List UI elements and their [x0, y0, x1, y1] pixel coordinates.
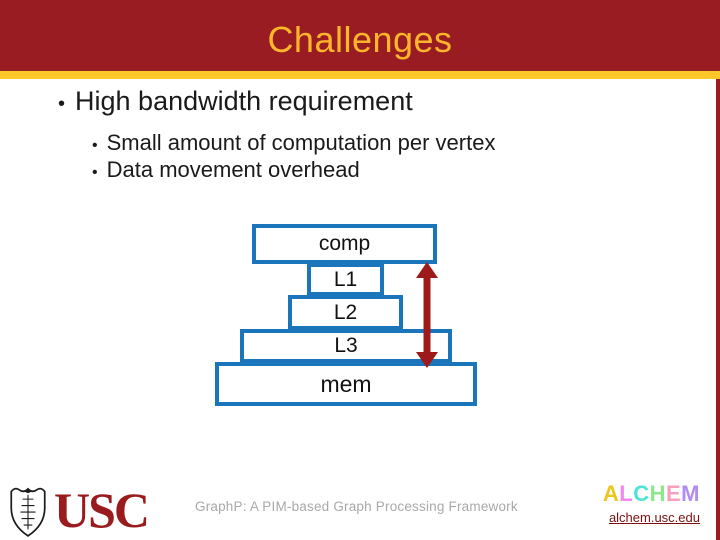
bullet-sub-1-text: Small amount of computation per vertex — [106, 130, 496, 155]
gold-divider — [0, 71, 720, 79]
diagram-box-l1: L1 — [307, 263, 384, 296]
bullet-sub-2-text: Data movement overhead — [106, 157, 360, 182]
alchem-letter: H — [649, 481, 666, 506]
bullet-icon: • — [92, 164, 98, 181]
usc-shield-icon — [10, 487, 46, 537]
alchem-letter: A — [602, 481, 620, 506]
alchem-logo: ALCHEM — [603, 483, 700, 505]
diagram-box-comp: comp — [252, 224, 437, 264]
alchem-letter: L — [619, 481, 634, 506]
diagram-box-l2: L2 — [288, 295, 403, 330]
bullet-main: • High bandwidth requirement — [58, 86, 413, 117]
diagram-box-l3: L3 — [240, 329, 452, 363]
usc-logo: USC — [8, 482, 150, 538]
alchem-branding: ALCHEM alchem.usc.edu — [603, 483, 700, 527]
slide-right-border — [716, 79, 720, 540]
bullet-sub-1: • Small amount of computation per vertex — [92, 130, 495, 156]
bullet-sub-2: • Data movement overhead — [92, 157, 360, 183]
alchem-letter: E — [665, 481, 682, 506]
bandwidth-double-arrow-icon — [416, 262, 438, 368]
alchem-letter: C — [633, 481, 650, 506]
diagram-box-mem: mem — [215, 362, 477, 406]
arrow-shape — [416, 262, 438, 368]
usc-wordmark: USC — [54, 482, 150, 538]
alchem-url-link[interactable]: alchem.usc.edu — [608, 510, 700, 525]
page-title: Challenges — [267, 18, 453, 60]
bullet-main-text: High bandwidth requirement — [75, 86, 413, 116]
alchem-letter: M — [681, 481, 700, 506]
bullet-icon: • — [92, 137, 98, 154]
slide-footer-caption: GraphP: A PIM-based Graph Processing Fra… — [195, 499, 518, 514]
slide-header: Challenges — [0, 0, 720, 71]
bullet-icon: • — [58, 93, 66, 115]
